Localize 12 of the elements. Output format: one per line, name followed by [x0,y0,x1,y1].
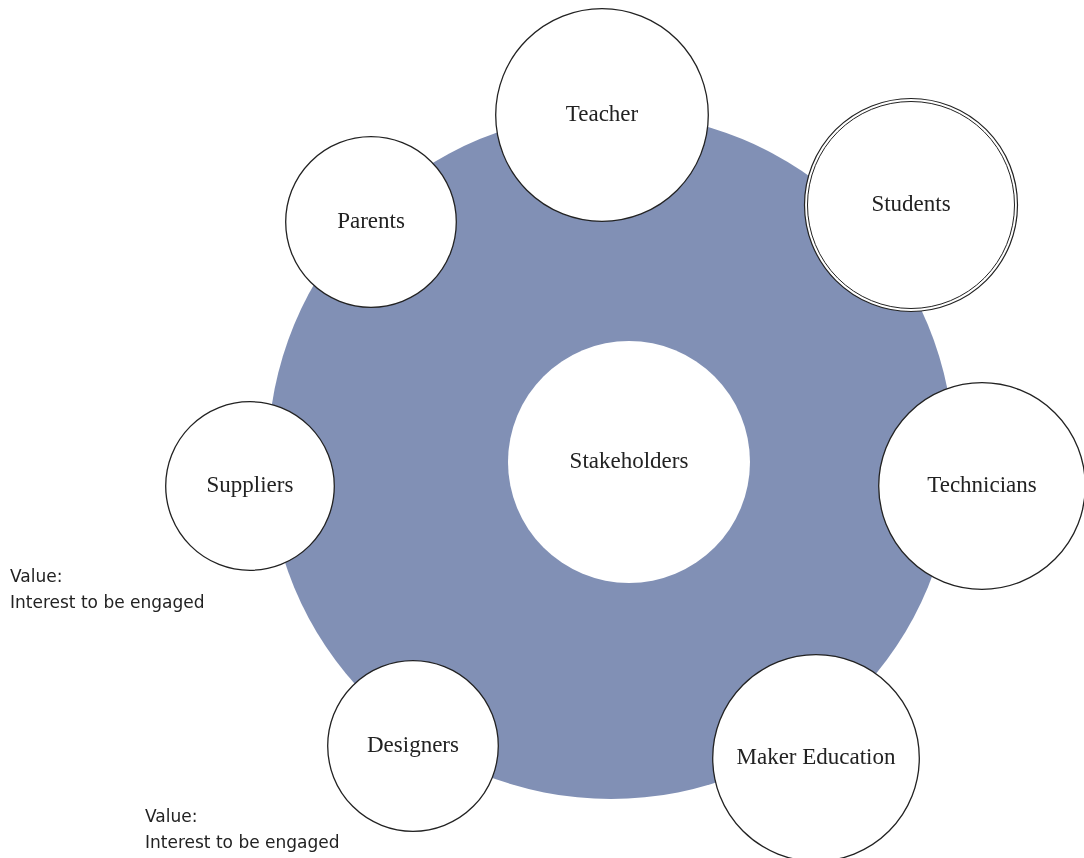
node-label: Parents [336,207,406,234]
node-label: Students [870,190,952,217]
note-text: Value: [10,565,64,588]
node-label: Technicians [926,471,1038,498]
note-text: Interest to be engaged [145,831,341,854]
note-text: Interest to be engaged [10,591,206,614]
node-label: Designers [366,731,460,758]
node-label: Teacher [564,100,640,127]
node-label: Stakeholders [568,447,690,474]
node-label: Maker Education [735,743,897,770]
node-label: Suppliers [205,471,295,498]
note-text: Value: [145,805,199,828]
